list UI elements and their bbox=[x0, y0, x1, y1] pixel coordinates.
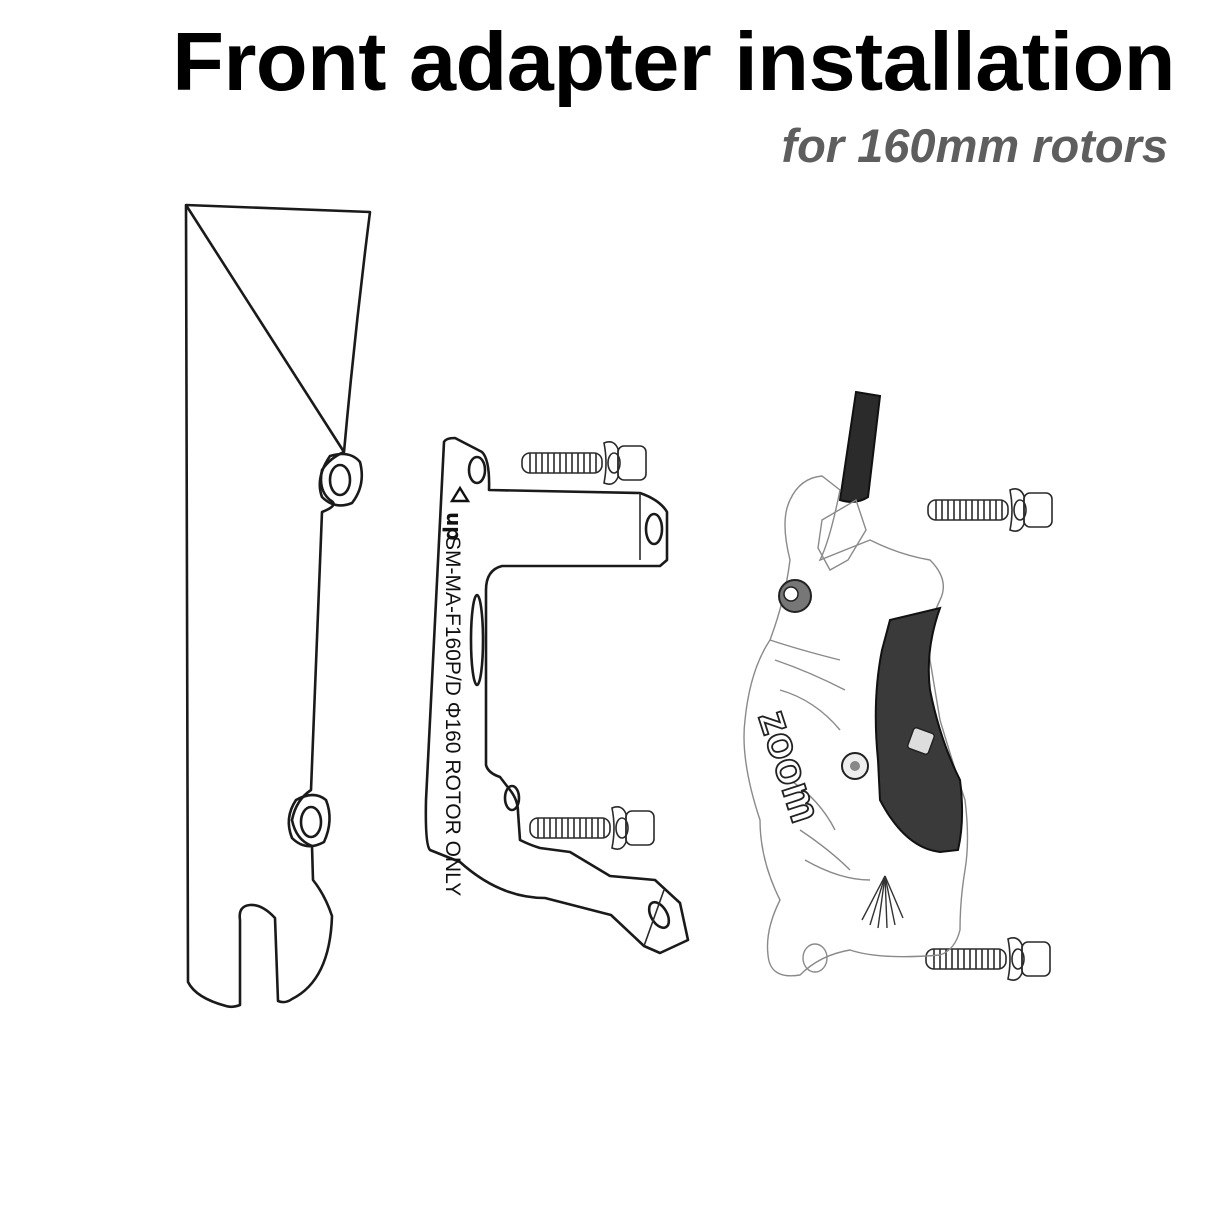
brake-hose bbox=[838, 390, 882, 503]
caliper-bolt-upper bbox=[927, 488, 1053, 532]
adapter-bolt-lower bbox=[529, 806, 655, 850]
adapter-marking: SM-MA-F160P/D Φ160 ROTOR ONLY bbox=[441, 536, 464, 896]
brake-caliper: zoom bbox=[743, 390, 969, 977]
caliper-brand-logo: zoom bbox=[748, 704, 830, 828]
up-label: up bbox=[442, 512, 466, 541]
page-subtitle: for 160mm rotors bbox=[781, 119, 1168, 172]
up-arrow-icon bbox=[449, 485, 471, 503]
adapter-bolt-upper bbox=[521, 441, 647, 485]
fork-leg bbox=[184, 203, 372, 1009]
caliper-bolt-lower bbox=[925, 937, 1051, 981]
page-title: Front adapter installation bbox=[172, 15, 1175, 108]
adapter-bracket: up SM-MA-F160P/D Φ160 ROTOR ONLY bbox=[424, 436, 690, 955]
